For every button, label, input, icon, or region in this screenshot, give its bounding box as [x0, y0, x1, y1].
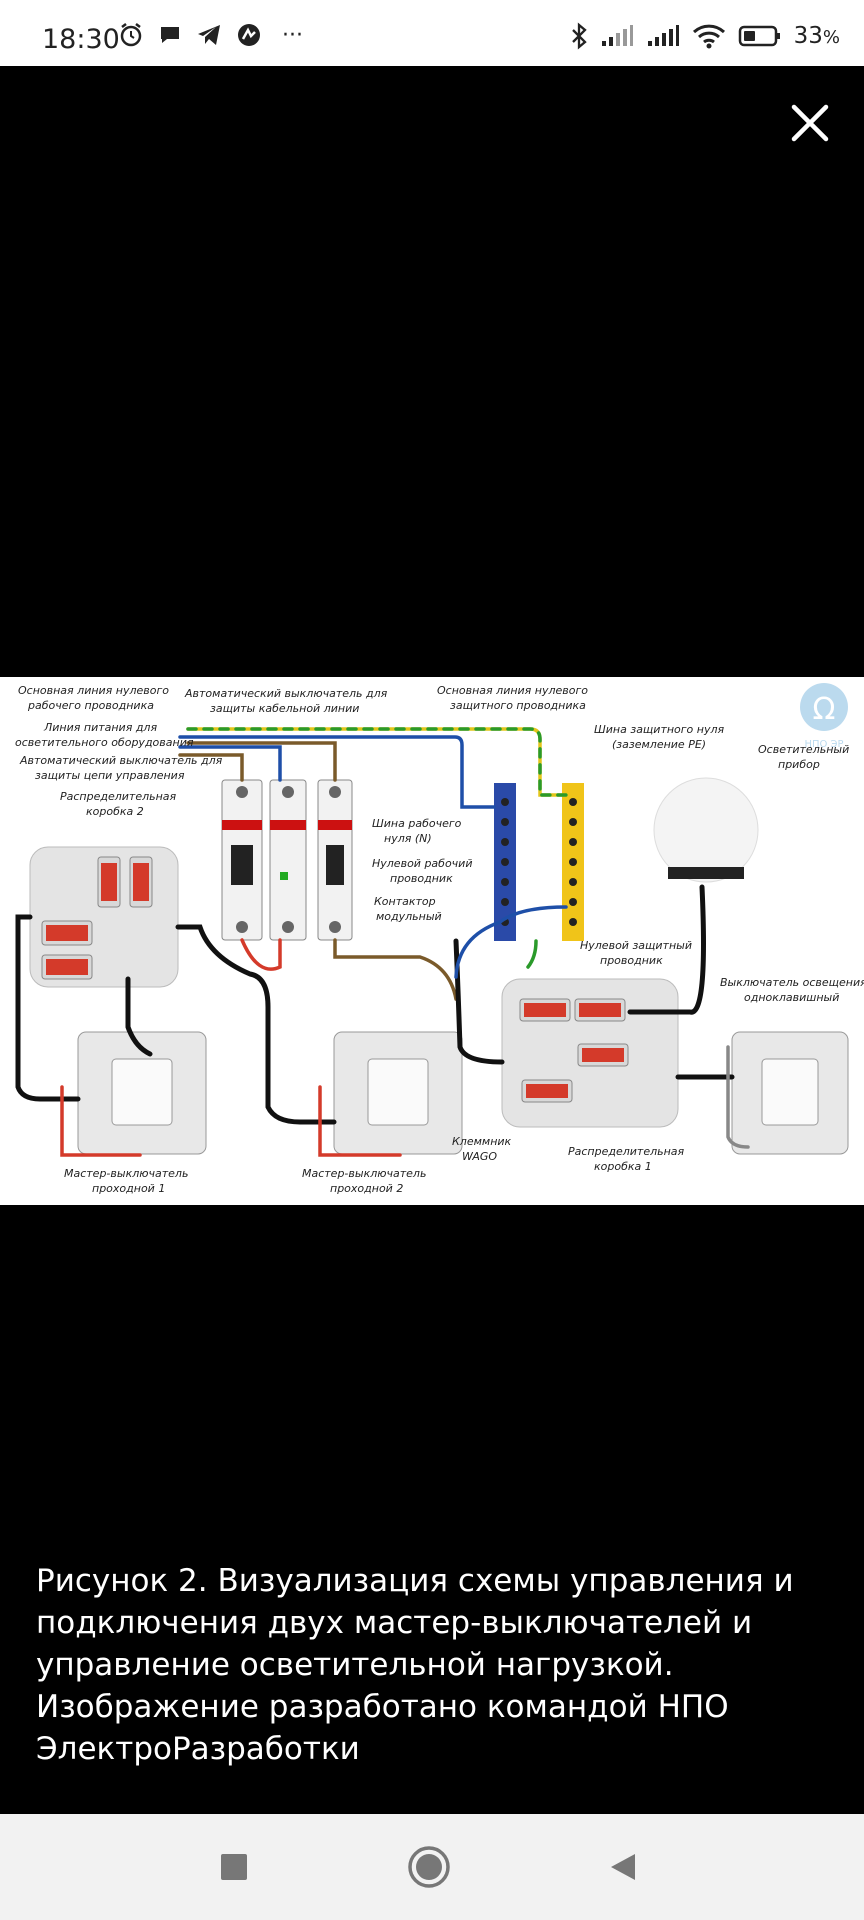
light-switch	[731, 1031, 849, 1155]
square-icon	[221, 1854, 247, 1880]
signal-icon-2	[647, 25, 679, 46]
label-pe-bus-1: Шина защитного нуля	[594, 723, 725, 736]
recents-button[interactable]	[209, 1842, 259, 1892]
label-wago-2: WAGO	[462, 1150, 497, 1163]
wiring-diagram-image[interactable]: Основная линия нулевого рабочего проводн…	[0, 677, 864, 1205]
bluetooth-icon	[571, 22, 587, 50]
more-notifications-indicator: ···	[282, 22, 303, 48]
navigation-bar	[0, 1814, 864, 1920]
contactor-modular	[269, 779, 307, 941]
label-lighting-supply-1: Линия питания для	[43, 721, 157, 734]
label-neutral-wire-1: Нулевой рабочий	[372, 857, 472, 870]
label-pe-bus-2: (заземление PE)	[612, 738, 706, 751]
master-switch-1	[77, 1031, 207, 1155]
caption-line: подключения двух мастер-выключателей и	[36, 1605, 753, 1641]
label-lighting-device-2: прибор	[778, 758, 820, 771]
breaker-lighting	[221, 779, 263, 941]
label-neutral-bus-1: Шина рабочего	[372, 817, 462, 830]
close-button[interactable]	[785, 98, 835, 148]
alarm-icon	[120, 23, 142, 47]
telegram-icon	[198, 25, 220, 45]
chat-icon	[161, 27, 179, 43]
label-breaker-control-2: защиты цепи управления	[35, 769, 185, 782]
app-icon	[238, 24, 260, 46]
label-contactor-1: Контактор	[374, 895, 436, 908]
label-lighting-supply-2: осветительного оборудования	[15, 736, 194, 749]
label-contactor-2: модульный	[376, 910, 442, 923]
label-light-switch-2: одноклавишный	[744, 991, 839, 1004]
system-icons: 33%	[570, 22, 840, 50]
label-neutral-bus-2: нуля (N)	[384, 832, 432, 845]
label-breaker-cable-1: Автоматический выключатель для	[184, 687, 388, 700]
caption-line: ЭлектроРазработки	[36, 1731, 360, 1767]
caption-line: управление осветительной нагрузкой.	[36, 1647, 674, 1683]
label-junction-box-1-2: коробка 1	[594, 1160, 652, 1173]
battery-icon	[738, 25, 780, 47]
breaker-control	[317, 779, 353, 941]
status-time: 18:30	[42, 24, 120, 55]
label-breaker-cable-2: защиты кабельной линии	[210, 702, 359, 715]
caption-line: Рисунок 2. Визуализация схемы управления…	[36, 1563, 794, 1599]
label-lighting-device-1: Осветительный	[758, 743, 849, 756]
caption-line: Изображение разработано командой НПО	[36, 1689, 729, 1725]
signal-icon-1	[601, 25, 633, 46]
label-master-switch-2-2: проходной 2	[330, 1182, 403, 1195]
image-caption: Рисунок 2. Визуализация схемы управления…	[36, 1560, 836, 1770]
battery-level: 33%	[793, 23, 840, 49]
svg-text:НПО ЭР: НПО ЭР	[804, 739, 843, 750]
lighting-device	[653, 777, 759, 883]
label-master-switch-1-2: проходной 1	[92, 1182, 165, 1195]
label-main-pe-line-2: защитного проводника	[450, 699, 586, 712]
label-junction-box-2-1: Распределительная	[60, 790, 177, 803]
label-breaker-control-1: Автоматический выключатель для	[19, 754, 223, 767]
svg-text:Ω: Ω	[813, 692, 836, 727]
status-bar: 18:30 ··· 33%	[0, 0, 864, 66]
back-button[interactable]	[598, 1842, 648, 1892]
npo-er-logo: Ω НПО ЭР	[800, 683, 848, 750]
label-wago-1: Клеммник	[452, 1135, 512, 1148]
label-pe-wire-1: Нулевой защитный	[580, 939, 692, 952]
label-master-switch-2-1: Мастер-выключатель	[302, 1167, 426, 1180]
label-main-neutral-line-1: Основная линия нулевого	[18, 684, 169, 697]
label-neutral-wire-2: проводник	[390, 872, 453, 885]
master-switch-2	[333, 1031, 463, 1155]
home-button[interactable]	[404, 1842, 454, 1892]
label-main-neutral-line-2: рабочего проводника	[27, 699, 154, 712]
notification-icons: ···	[118, 22, 303, 48]
triangle-back-icon	[611, 1854, 635, 1880]
label-junction-box-1-1: Распределительная	[568, 1145, 685, 1158]
wifi-icon	[692, 24, 725, 49]
label-master-switch-1-1: Мастер-выключатель	[64, 1167, 188, 1180]
circle-icon	[408, 1846, 450, 1888]
wiring-diagram: Основная линия нулевого рабочего проводн…	[0, 677, 864, 1205]
label-main-pe-line-1: Основная линия нулевого	[437, 684, 588, 697]
label-light-switch-1: Выключатель освещения	[720, 976, 864, 989]
label-pe-wire-2: проводник	[600, 954, 663, 967]
label-junction-box-2-2: коробка 2	[86, 805, 144, 818]
close-icon	[791, 104, 829, 142]
